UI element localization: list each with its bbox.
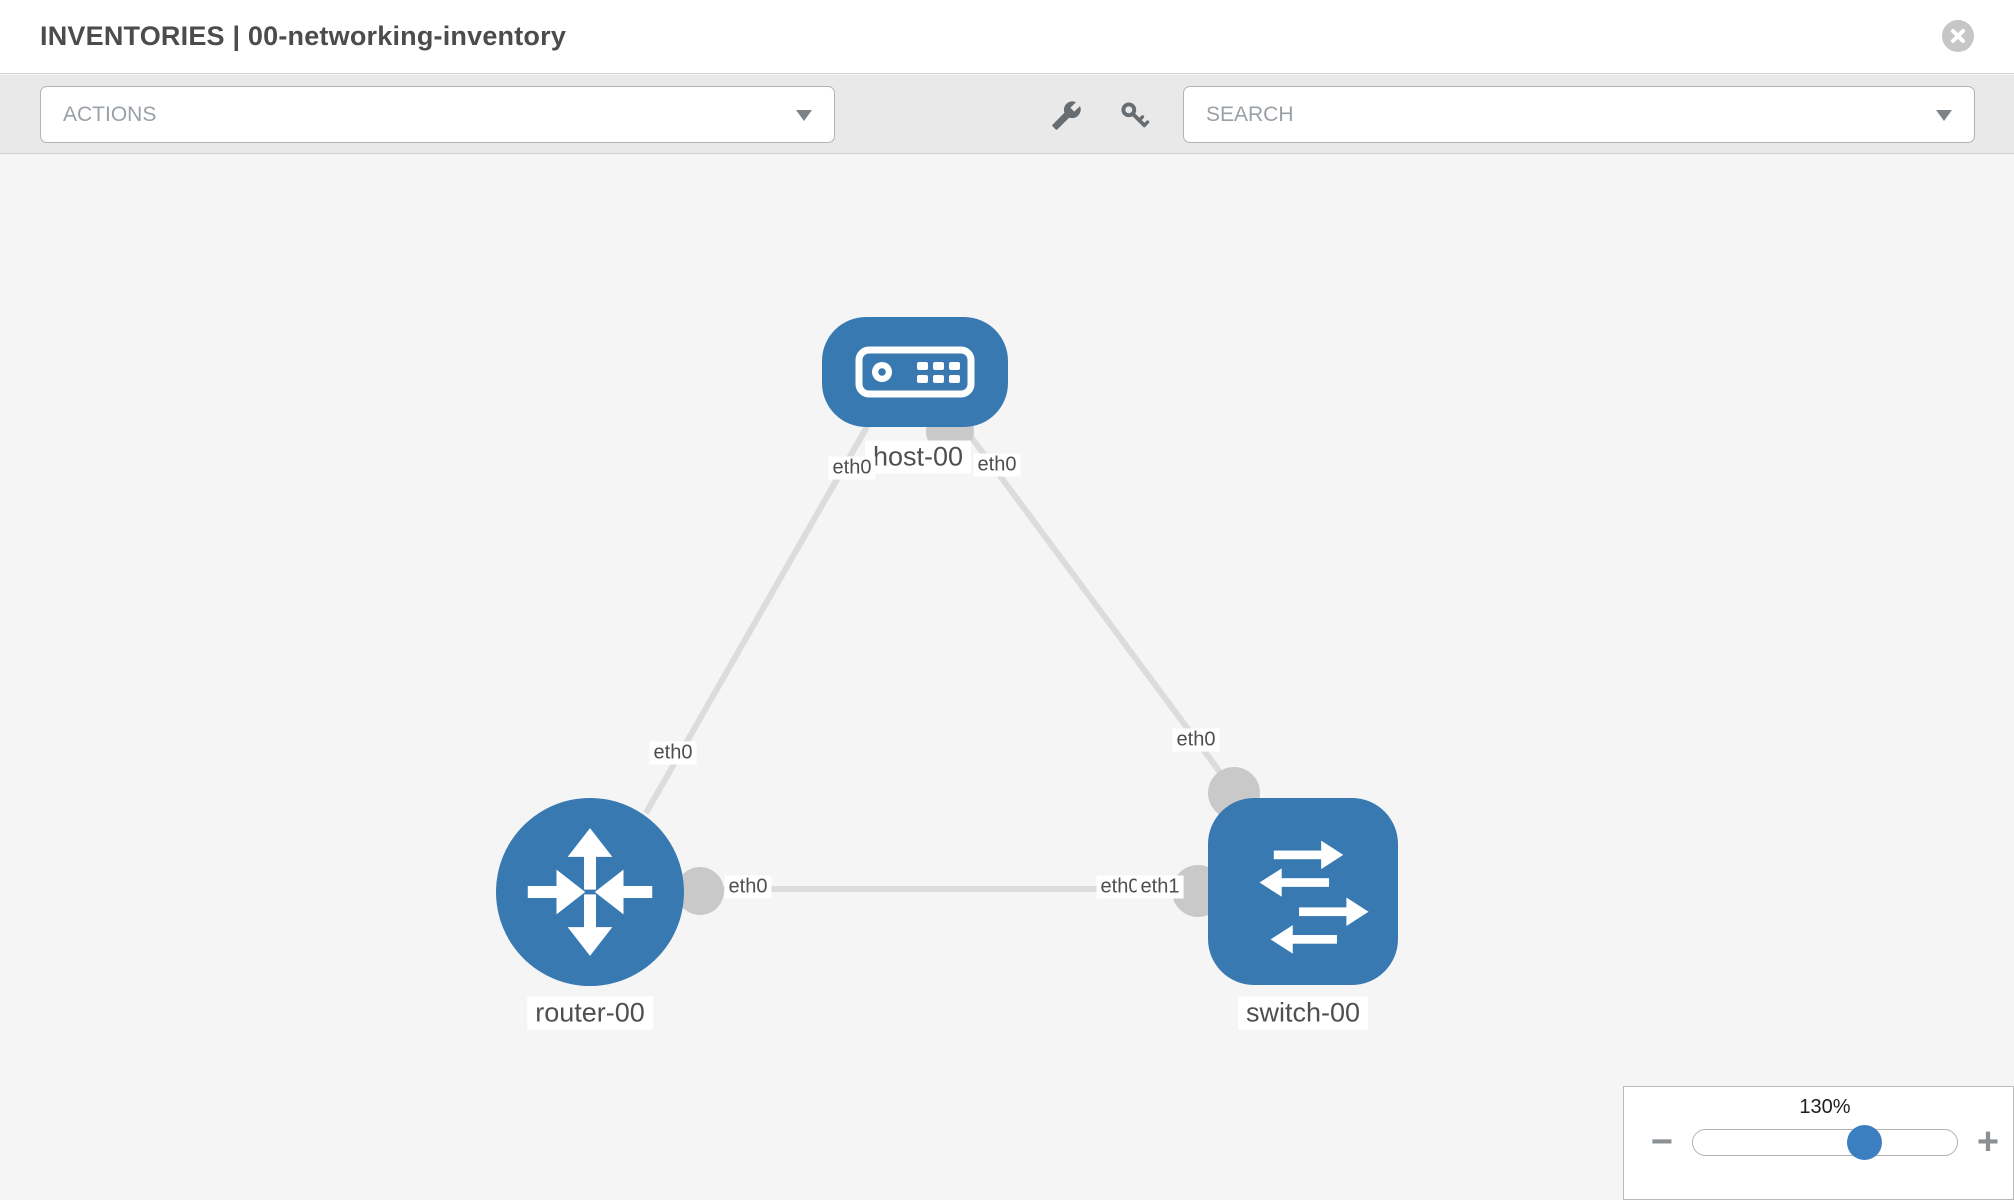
zoom-slider-handle[interactable] — [1847, 1125, 1882, 1160]
interface-label-switch-eth1: eth1 — [1136, 875, 1184, 899]
header: INVENTORIES | 00-networking-inventory — [0, 0, 2014, 74]
toolbar: ACTIONS — [0, 75, 2014, 154]
router-arrows-icon — [527, 828, 653, 956]
interface-label-router-eth0-top: eth0 — [649, 741, 697, 765]
interface-label-host-eth0-right: eth0 — [973, 453, 1021, 477]
node-router-00[interactable] — [496, 798, 684, 986]
caret-down-icon — [796, 109, 812, 121]
actions-dropdown-label: ACTIONS — [63, 102, 157, 126]
topology-canvas[interactable]: host-00 router-00 switch-00 eth0 eth0 et… — [0, 155, 2014, 1200]
actions-dropdown[interactable]: ACTIONS — [40, 86, 835, 143]
interface-label-switch-eth0-top: eth0 — [1172, 728, 1220, 752]
close-icon — [1951, 29, 1965, 43]
switch-arrows-icon — [1259, 840, 1369, 954]
wrench-icon — [1051, 100, 1081, 130]
zoom-slider-track[interactable] — [1692, 1125, 1958, 1160]
host-device-icon — [855, 346, 975, 398]
key-button[interactable] — [1114, 95, 1154, 135]
zoom-out-button[interactable]: − — [1642, 1117, 1682, 1167]
zoom-in-button[interactable]: + — [1968, 1117, 2008, 1167]
node-label-host: host-00 — [864, 440, 972, 474]
node-label-switch: switch-00 — [1237, 996, 1369, 1030]
node-label-router: router-00 — [527, 996, 653, 1030]
interface-label-host-eth0-left: eth0 — [828, 456, 876, 480]
port-router-right — [676, 867, 724, 915]
close-button[interactable] — [1942, 20, 1974, 52]
search-input[interactable] — [1206, 102, 1906, 127]
interface-label-switch-eth0-overlapped: eth0 — [1096, 875, 1144, 899]
zoom-panel: 130% − + — [1623, 1086, 2014, 1200]
wrench-button[interactable] — [1046, 95, 1086, 135]
key-icon — [1120, 101, 1149, 127]
page-title: INVENTORIES | 00-networking-inventory — [40, 21, 567, 51]
topology-edges-layer — [643, 407, 1260, 917]
search-dropdown[interactable] — [1183, 86, 1975, 143]
node-host-00[interactable] — [822, 317, 1008, 427]
caret-down-icon — [1936, 109, 1952, 121]
interface-label-router-eth0-right: eth0 — [724, 875, 772, 899]
zoom-level-value: 130% — [1799, 1096, 1851, 1118]
node-switch-00[interactable] — [1208, 798, 1398, 985]
